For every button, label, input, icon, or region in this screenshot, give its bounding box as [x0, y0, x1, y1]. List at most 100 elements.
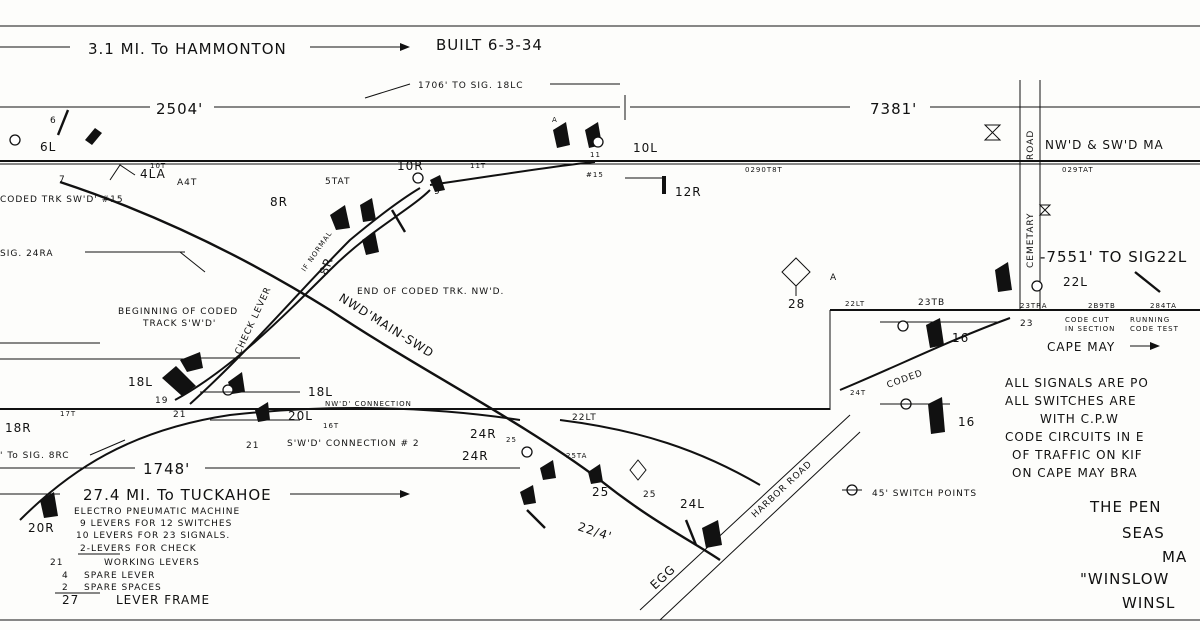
note-line-5: OF TRAFFIC ON KIF — [1012, 448, 1143, 462]
switch-points-label: 45' SWITCH POINTS — [872, 489, 977, 499]
machine-row-num: 4 — [62, 571, 69, 581]
running-label: RUNNING — [1130, 316, 1170, 324]
signal-10L-lamp — [592, 136, 604, 148]
machine-row-text: LEVER FRAME — [116, 593, 210, 607]
signal-18L-head — [162, 366, 196, 396]
signal-18L-label: 18L — [128, 375, 153, 389]
signal-24L-label: 24L — [680, 497, 705, 511]
signal-18L2-label: 18L — [308, 385, 333, 399]
switch-9-marker — [430, 175, 445, 192]
nwd-connection-label: NW'D' CONNECTION — [325, 400, 412, 408]
signal-24R2-label: 24R — [462, 449, 489, 463]
signal-25-head — [540, 460, 556, 480]
road-label: ROAD — [1026, 130, 1036, 160]
signal-28-label: 28 — [788, 297, 805, 311]
signal-20R-label: 20R — [28, 521, 55, 535]
dim-1706-left — [364, 83, 411, 99]
machine-line-4: 2-LEVERS FOR CHECK — [80, 544, 197, 554]
track-11T: 11T — [470, 162, 486, 170]
note-line-6: ON CAPE MAY BRA — [1012, 466, 1138, 480]
track-5TAT: 5TAT — [325, 177, 350, 187]
signal-25-head-a — [588, 464, 603, 484]
crossover-nwd-2 — [189, 187, 421, 405]
dim-7381: 7381' — [870, 100, 917, 118]
signal-28-diamond — [781, 257, 811, 287]
main-track-label: NW'D & SW'D MA — [1045, 138, 1164, 152]
machine-line-1: ELECTRO PNEUMATIC MACHINE — [74, 507, 240, 517]
switch-19-label: 19 — [155, 396, 168, 406]
sig-A: A — [830, 273, 837, 283]
check-lever-label: CHECK LEVER — [234, 285, 274, 356]
in-section-label: IN SECTION — [1065, 325, 1115, 333]
switch-15-label: #15 — [586, 171, 604, 179]
arrowhead — [400, 490, 410, 498]
track-23TB: 23TB — [918, 298, 945, 308]
harbor-road-left — [639, 414, 851, 611]
machine-line-3: 10 LEVERS FOR 23 SIGNALS. — [76, 531, 230, 541]
track-284TA: 284TA — [1150, 302, 1177, 310]
title-line-1: THE PEN — [1089, 498, 1161, 516]
signal-22L-label: 22L — [1063, 275, 1088, 289]
signal-8R-lever — [390, 209, 407, 233]
switch-23-label: 23 — [1020, 319, 1033, 329]
track-22LT2: 22LT — [845, 300, 865, 308]
machine-row-num: 2 — [62, 583, 69, 593]
track-17T: 17T — [60, 410, 76, 418]
arrowhead — [1150, 342, 1160, 350]
signal-24L-lever — [684, 519, 698, 546]
signal-6L-lamp — [9, 134, 21, 146]
cemetary-label: CEMETARY — [1026, 212, 1036, 268]
signal-18R-label: 18R — [5, 421, 32, 435]
signal-8R-head-b — [330, 205, 350, 230]
signal-8R-label: 8R — [270, 195, 288, 209]
switch-6-lever — [56, 109, 70, 136]
switch-21b-label: 21 — [246, 441, 259, 451]
coded-cape-may-curve — [839, 317, 1011, 391]
note-line-3: WITH C.P.W — [1040, 412, 1119, 426]
signal-24R-lamp — [521, 446, 533, 458]
title-line-2: SEAS — [1122, 524, 1165, 542]
track-23TRA: 23TRA — [1020, 302, 1048, 310]
signal-22L-lamp — [1031, 280, 1043, 292]
signal-20L-head — [255, 402, 270, 422]
sig-a: A — [552, 116, 558, 124]
signal-10L-head-a — [553, 122, 570, 148]
signal-16-lamp — [897, 320, 909, 332]
signal-25-label: 25 — [592, 485, 609, 499]
switch-11-label: 11 — [590, 151, 601, 159]
signal-16-label: 16 — [952, 331, 969, 345]
switch-9-label: 9 — [434, 187, 441, 197]
arrowhead — [400, 43, 410, 51]
cape-may-label: CAPE MAY — [1047, 340, 1115, 354]
signal-24R-label: 24R — [470, 427, 497, 441]
signal-8R-head-d — [362, 232, 379, 255]
sig-24RA-label: SIG. 24RA — [0, 249, 54, 259]
sig-8rc-label: ' To SIG. 8RC — [0, 451, 70, 461]
coded-label: CODED — [886, 368, 925, 390]
machine-row-text: SPARE LEVER — [84, 571, 155, 581]
egg-label: EGG — [647, 562, 678, 592]
built-date: BUILT 6-3-34 — [436, 36, 543, 54]
signal-25b-label: 25 — [643, 490, 656, 500]
signal-18L-head-d — [180, 352, 203, 372]
diagonal-main-track — [59, 180, 721, 561]
end-coded-track: END OF CODED TRK. NW'D. — [357, 287, 504, 297]
machine-row-num: 21 — [50, 558, 63, 568]
switch-25-label: 25 — [506, 436, 517, 444]
to-hammonton-label: 3.1 MI. To HAMMONTON — [88, 40, 287, 58]
title-line-4: "WINSLOW — [1080, 570, 1169, 588]
code-cut-label: CODE CUT — [1065, 316, 1110, 324]
swd-connection-label: S'W'D' CONNECTION # 2 — [287, 439, 420, 449]
machine-row-text: WORKING LEVERS — [104, 558, 200, 568]
signal-10R-lamp — [412, 172, 424, 184]
machine-line-2: 9 LEVERS FOR 12 SWITCHES — [80, 519, 232, 529]
coded-track-swd: CODED TRK SW'D' #15 — [0, 195, 124, 205]
to-tuckahoe-label: 27.4 MI. To TUCKAHOE — [83, 486, 272, 504]
harbor-road-label: HARBOR ROAD — [750, 459, 814, 520]
signal-25b-diamond — [629, 459, 647, 481]
signal-18L-lamp — [222, 384, 234, 396]
title-line-5: WINSL — [1122, 594, 1175, 612]
harbor-road-right — [659, 431, 861, 621]
crossing-gate-icon — [1038, 204, 1052, 216]
signal-24R-head-b — [520, 485, 536, 505]
